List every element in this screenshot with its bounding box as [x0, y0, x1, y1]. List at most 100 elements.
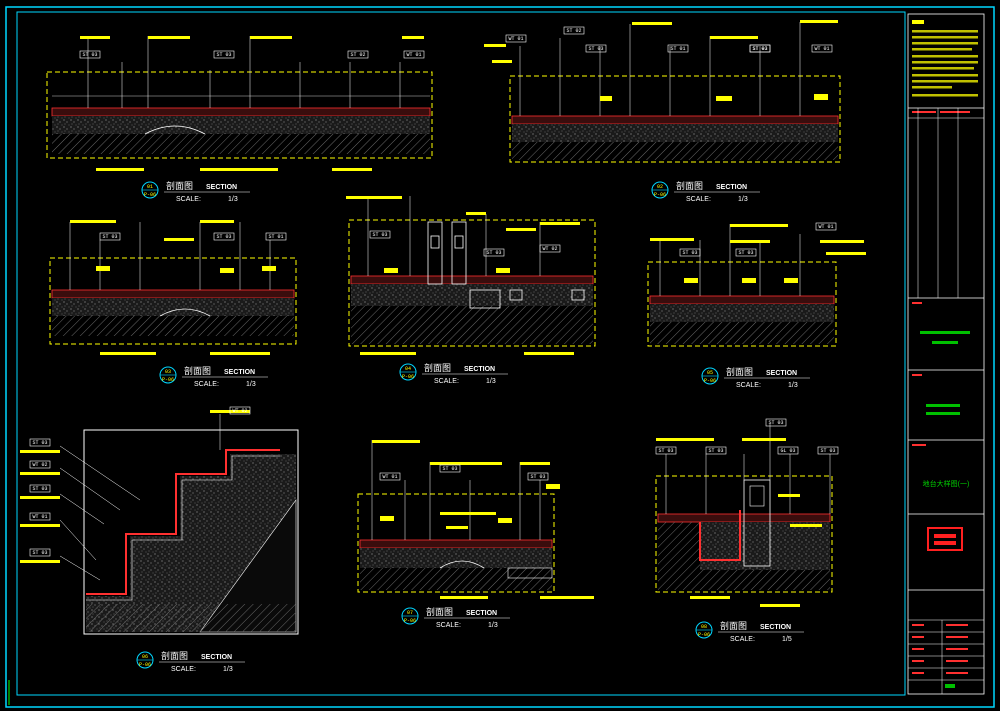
material-tag: ST 03	[765, 418, 787, 427]
material-tag-label: ST 03	[682, 250, 697, 256]
detail-number-bubble: 05P-06	[701, 367, 719, 385]
material-tag-label: ST 03	[442, 466, 457, 472]
company-logo	[908, 527, 984, 591]
material-tag: ST 03	[29, 438, 51, 447]
material-tag-label: ST 03	[752, 46, 767, 52]
material-tag: GL 03	[777, 446, 799, 455]
detail-sheet-ref: P-06	[698, 632, 710, 638]
material-tag-label: ST 03	[32, 486, 47, 492]
material-tag-label: ST 03	[216, 234, 231, 240]
detail-number: 04	[405, 366, 411, 372]
detail-number: 07	[407, 610, 413, 616]
material-tag-label: GL 03	[780, 448, 795, 454]
material-tag: WT 01	[811, 44, 833, 53]
drawing-name-cell: 地台大样图(一)	[908, 444, 984, 515]
material-tag: ST 03	[705, 446, 727, 455]
material-tag: ST 01	[265, 232, 287, 241]
material-tag: WT 01	[29, 512, 51, 521]
detail-sheet-ref: P-06	[704, 378, 716, 384]
detail-scale: 1/3	[486, 378, 496, 385]
material-tag-label: WT 01	[406, 52, 421, 58]
material-tag: WT 01	[505, 34, 527, 43]
detail-scale-label: SCALE:	[736, 382, 761, 389]
detail-title-en: SECTION	[224, 369, 255, 376]
material-tag: ST 03	[483, 248, 505, 257]
detail-title-en: SECTION	[201, 654, 232, 661]
material-tag-label: ST 03	[32, 550, 47, 556]
material-tag-label: ST 01	[268, 234, 283, 240]
material-tag-label: WT 01	[382, 474, 397, 480]
material-tag: ST 03	[749, 44, 771, 53]
material-tag-label: ST 03	[32, 440, 47, 446]
material-tag-label: WT 02	[542, 246, 557, 252]
detail-title-en: SECTION	[760, 624, 791, 631]
material-tag: ST 03	[527, 472, 549, 481]
detail-title-en: SECTION	[464, 366, 495, 373]
detail-scale-label: SCALE:	[436, 622, 461, 629]
material-tags: ST 03 ST 03 ST 01	[99, 232, 287, 241]
material-tag: ST 02	[347, 50, 369, 59]
detail-number-bubble: 07P-06	[401, 607, 419, 625]
detail-number: 03	[165, 369, 171, 375]
material-tag: ST 03	[439, 464, 461, 473]
detail-scale: 1/3	[228, 196, 238, 203]
material-tags: ST 03 ST 03 WT 02	[369, 230, 561, 257]
material-tag-label: ST 02	[566, 28, 581, 34]
material-tag: WT 01	[403, 50, 425, 59]
detail-scale-label: SCALE:	[730, 636, 755, 643]
general-notes-block	[912, 20, 978, 97]
material-tag-label: ST 03	[372, 232, 387, 238]
material-tag-label: ST 03	[708, 448, 723, 454]
material-tag: ST 03	[99, 232, 121, 241]
detail-number-bubble: 08P-06	[695, 621, 713, 639]
detail-sheet-ref: P-06	[654, 192, 666, 198]
detail-scale-label: SCALE:	[686, 196, 711, 203]
detail-scale: 1/3	[788, 382, 798, 389]
detail-sheet-ref: P-06	[402, 374, 414, 380]
detail-title-en: SECTION	[716, 184, 747, 191]
material-tag: ST 03	[679, 248, 701, 257]
detail-scale-label: SCALE:	[194, 381, 219, 388]
material-tag: ST 01	[667, 44, 689, 53]
material-tag-label: WT 02	[232, 408, 247, 414]
title-block: 地台大样图(一)	[907, 13, 985, 695]
detail-04: ST 03 ST 03 WT 02 04P-06 剖面图 SECTION SCALE: 1/…	[346, 196, 596, 385]
detail-title-cn: 剖面图	[426, 606, 453, 617]
revision-table	[908, 107, 984, 299]
material-tag: WT 01	[815, 222, 837, 231]
detail-title-en: SECTION	[766, 370, 797, 377]
material-tag-label: ST 01	[670, 46, 685, 52]
material-tag: ST 02	[563, 26, 585, 35]
material-tag-label: WT 01	[814, 46, 829, 52]
material-tag-label: WT 01	[818, 224, 833, 230]
material-tag: WT 02	[539, 244, 561, 253]
project-name-cell	[908, 302, 984, 371]
material-tag-label: ST 03	[216, 52, 231, 58]
detail-scale-label: SCALE:	[434, 378, 459, 385]
door-frame-profile	[427, 221, 585, 309]
detail-sheet-ref: P-06	[162, 377, 174, 383]
material-tag: ST 03	[213, 50, 235, 59]
detail-number-bubble: 04P-06	[399, 363, 417, 381]
material-tag-label: WT 01	[508, 36, 523, 42]
material-tag: ST 03	[29, 548, 51, 557]
detail-title-cn: 剖面图	[424, 362, 451, 373]
detail-number-bubble: 02P-06	[651, 181, 669, 199]
detail-number-bubble: 06P-06	[136, 651, 154, 669]
material-tag-label: ST 03	[588, 46, 603, 52]
detail-scale: 1/3	[738, 196, 748, 203]
material-tags: WT 01 ST 03 ST 03	[379, 464, 549, 481]
